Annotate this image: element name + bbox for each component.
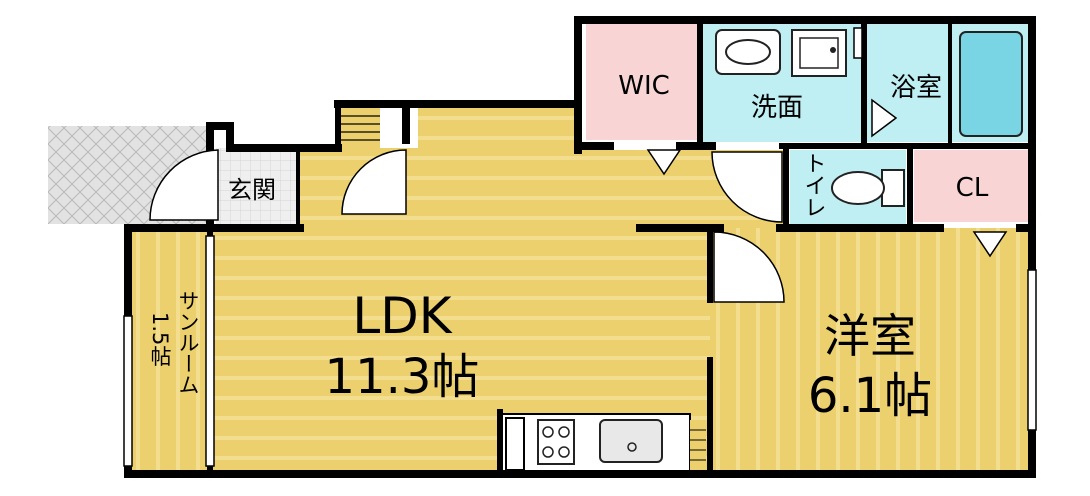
windows bbox=[123, 27, 1037, 467]
western-room-size: 6.1帖 bbox=[808, 368, 932, 424]
sunroom-floor bbox=[128, 230, 210, 474]
wic-floor bbox=[586, 24, 702, 140]
door-markers bbox=[646, 98, 1008, 258]
entrance-label: 玄関 bbox=[228, 176, 276, 204]
bathtub-icon bbox=[959, 31, 1023, 137]
sunroom-size: 1.5帖 bbox=[148, 312, 172, 367]
stair-steps bbox=[338, 108, 380, 148]
washing-machine-pan-icon bbox=[791, 29, 847, 77]
toilet-bowl-icon bbox=[831, 169, 905, 207]
washbasin-icon bbox=[715, 29, 781, 75]
kitchen-counter bbox=[499, 413, 691, 475]
ldk-floor bbox=[210, 108, 710, 474]
wic-label: WIC bbox=[618, 71, 670, 101]
toilet-label: トイレ bbox=[801, 152, 826, 218]
ldk-size: 11.3帖 bbox=[325, 349, 480, 405]
entrance-floor bbox=[216, 148, 298, 228]
walls bbox=[124, 16, 1036, 478]
ldk-label: LDK bbox=[352, 287, 452, 345]
closet-label: CL bbox=[956, 173, 989, 203]
washroom-label: 洗面 bbox=[751, 93, 803, 123]
bathroom-label: 浴室 bbox=[890, 73, 942, 103]
western-room-label: 洋室 bbox=[824, 309, 916, 363]
sunroom-label: サンルーム bbox=[176, 290, 200, 395]
doors bbox=[149, 149, 785, 303]
fridge-space bbox=[690, 420, 706, 474]
closet-floor bbox=[914, 150, 1030, 222]
